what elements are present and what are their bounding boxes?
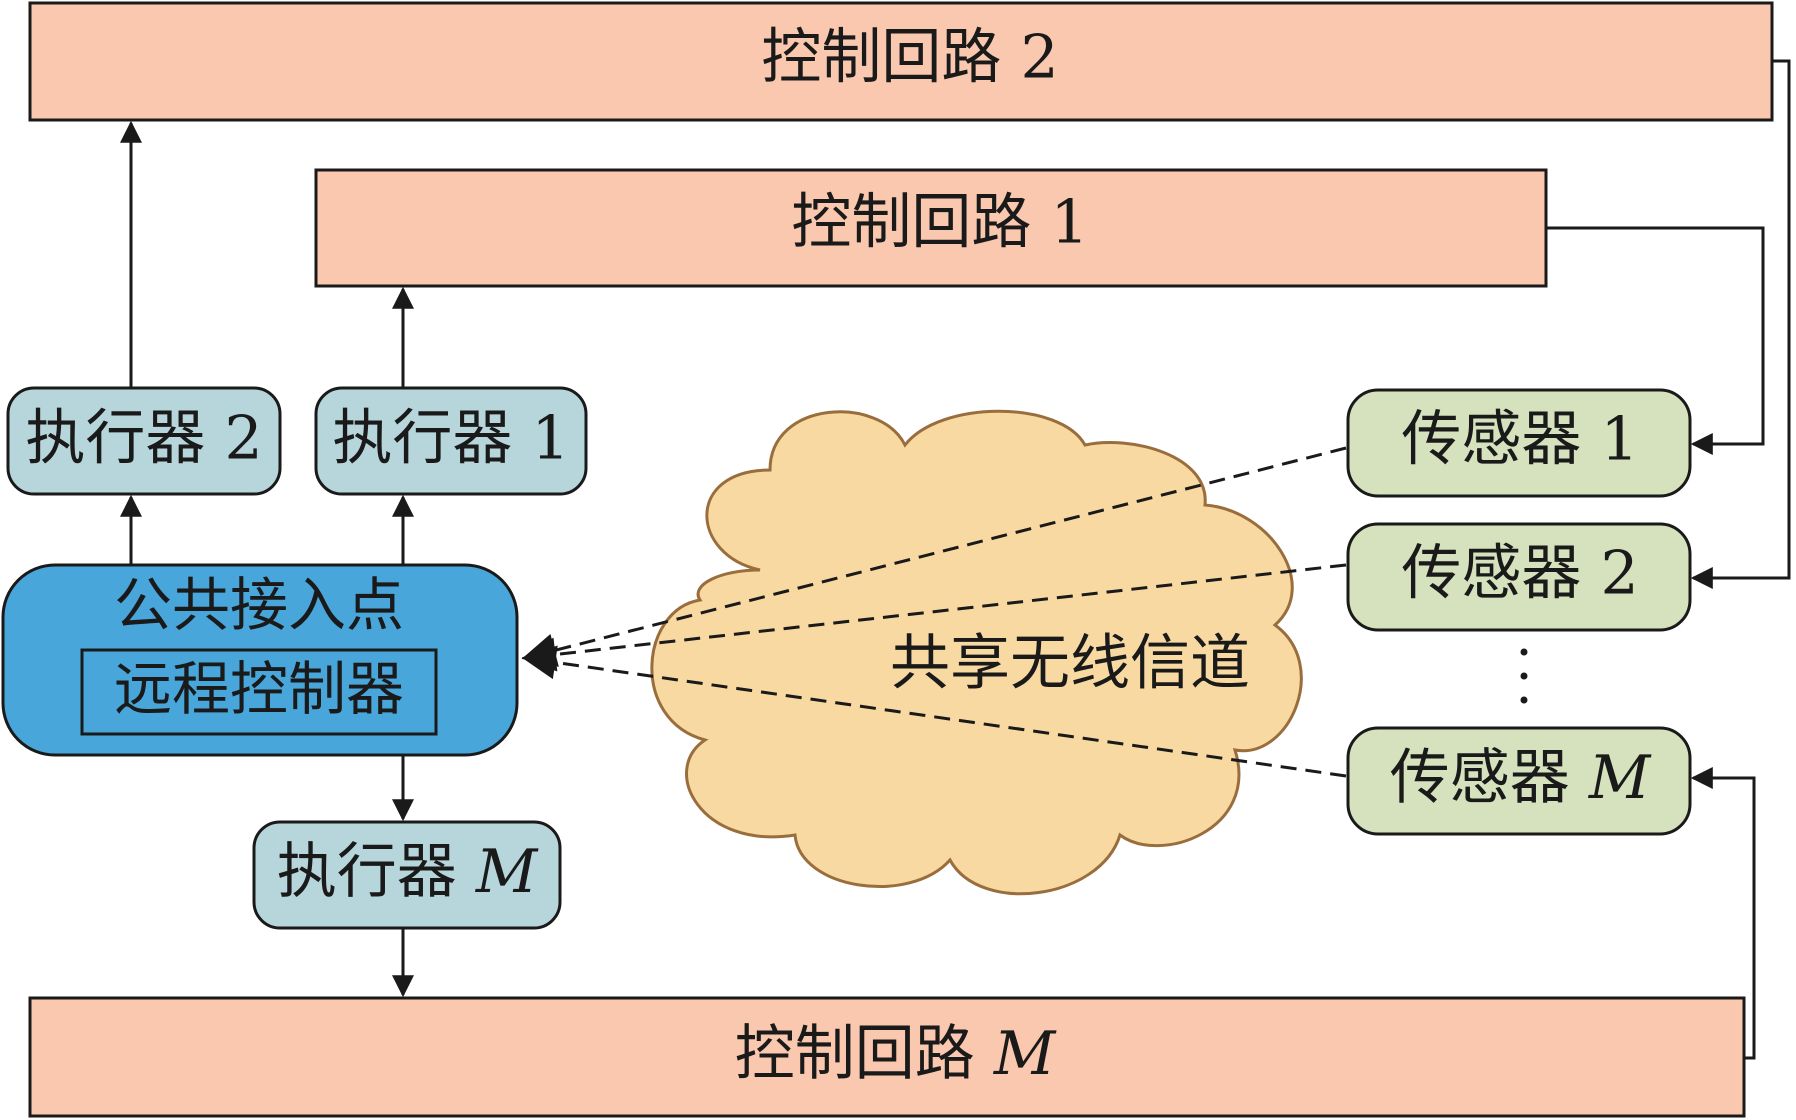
sensor-m-prefix: 传感器 [1390,743,1589,813]
control-loop-1-box [314,168,1548,288]
actuator-2-label: 执行器 2 [25,404,262,474]
actuator-2-box [6,386,282,496]
wireless-links [521,446,1347,778]
sensor-m-box [1346,726,1692,836]
sensor-1: 传感器 1 [1346,388,1692,498]
sensor-2-box [1346,522,1692,632]
actuator-connectors [120,120,414,998]
sensor-2-label: 传感器 2 [1401,539,1638,609]
ellipsis-dot [1520,672,1528,680]
wireless-link-sensor-2 [521,563,1347,672]
actuator-m-label: 执行器 M [277,837,539,907]
sensor-1-box [1346,388,1692,498]
control-loop-1-label: 控制回路 1 [791,188,1088,258]
arrow-loop-1-to-sensor-1 [1546,226,1765,455]
actuator-2: 执行器 2 [6,386,282,496]
arrow-loop-2-to-sensor-2 [1690,59,1791,589]
wireless-link-sensor-1 [521,446,1347,667]
control-loop-1: 控制回路 1 [314,168,1548,288]
access-point-box [1,563,519,757]
sensor-2: 传感器 2 [1346,522,1692,632]
control-loop-2-box [28,1,1774,122]
control-loop-2-label: 控制回路 2 [761,23,1058,93]
ellipsis-dot [1520,648,1528,656]
actuator-1: 执行器 1 [314,386,588,496]
sensor-feedback-connectors [1546,59,1791,1060]
sensor-m-label: 传感器 M [1390,743,1652,813]
actuator-1-label: 执行器 1 [332,404,569,474]
arrow-loop-m-to-sensor-m [1690,767,1756,1060]
actuator-m-var: M [475,837,539,907]
actuator-1-box [314,386,588,496]
wireless-channel-cloud: 共享无线信道 [650,409,1303,896]
sensor-ellipsis [1520,648,1528,704]
control-loop-2: 控制回路 2 [28,1,1774,122]
wireless-link-sensor-m [521,645,1347,778]
remote-controller-box [80,648,438,736]
control-loop-m-prefix: 控制回路 [735,1019,994,1089]
control-loop-m-label: 控制回路 M [735,1019,1057,1089]
wireless-channel-label: 共享无线信道 [890,629,1250,699]
access-point: 公共接入点 远程控制器 [1,563,519,757]
remote-controller-label: 远程控制器 [114,655,404,723]
control-loop-m-var: M [993,1019,1057,1089]
access-point-label: 公共接入点 [114,571,404,639]
sensor-m-var: M [1588,743,1652,813]
actuator-m-prefix: 执行器 [277,837,476,907]
control-loop-m-box [28,996,1746,1118]
cloud-shape [650,409,1303,896]
sensor-1-label: 传感器 1 [1401,405,1638,475]
ellipsis-dot [1520,696,1528,704]
actuator-m: 执行器 M [252,820,562,930]
actuator-m-box [252,820,562,930]
sensor-m: 传感器 M [1346,726,1692,836]
control-loop-m: 控制回路 M [28,996,1746,1118]
